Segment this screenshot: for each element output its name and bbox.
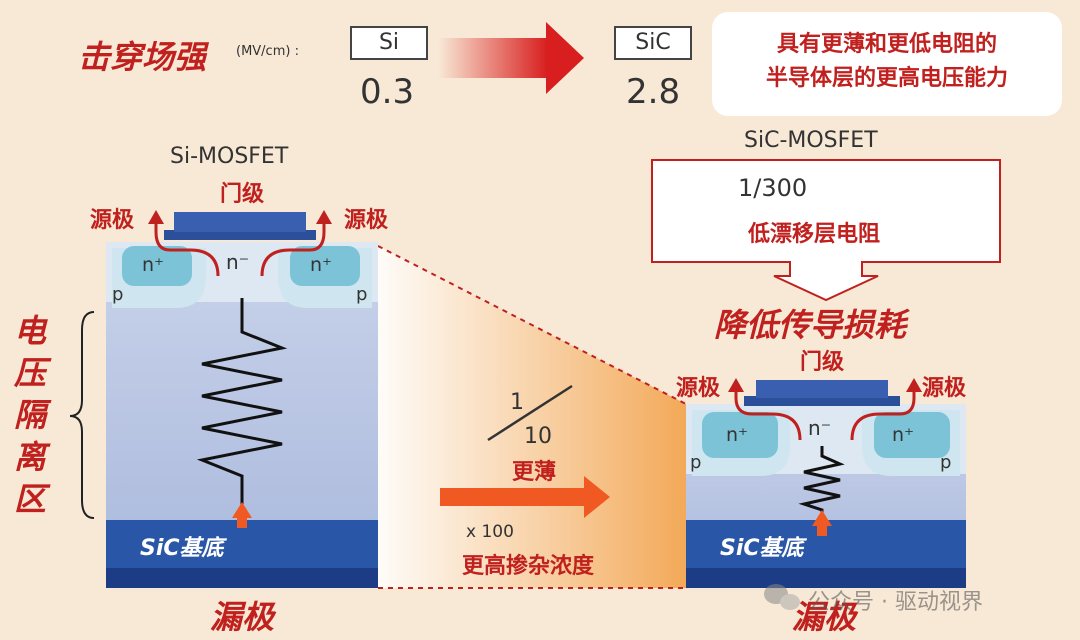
advantage-note: 具有更薄和更低电阻的 半导体层的更高电压能力 [712,12,1062,116]
sic-drain-label: 漏极 [792,598,857,636]
resistance-ratio: 1/300 [738,174,808,202]
sic-substrate-label: SiC基底 [720,536,804,561]
sic-p-left: p [690,452,702,473]
si-nplus-right: n⁺ [310,254,333,276]
zoom-cone [378,246,686,588]
sic-gate-label: 门级 [800,350,845,375]
sic-p-right: p [940,452,952,473]
si-gate-label: 门级 [220,182,265,207]
breakdown-field-title: 击穿场强 [78,38,207,76]
thinner-label: 更薄 [512,460,557,485]
note-line-2: 半导体层的更高电压能力 [765,66,1008,91]
unit-label: (MV/cm) : [236,44,299,59]
breakdown-arrow [438,22,584,94]
sic-source-left-label: 源极 [676,376,721,401]
si-nplus-left: n⁺ [142,254,165,276]
fraction-slash [487,384,573,442]
fraction-numerator: 1 [510,390,524,415]
si-mosfet-device [106,210,378,588]
sic-breakdown-value: 2.8 [626,72,681,112]
voltage-brace [69,311,95,519]
drift-resistance-label: 低漂移层电阻 [748,222,881,247]
si-source-left-label: 源极 [90,208,135,233]
si-nminus: n⁻ [226,250,250,274]
fraction-denominator: 10 [524,424,552,449]
sic-material-label: SiC [614,26,692,60]
si-drain-label: 漏极 [210,598,275,636]
si-p-right: p [356,284,368,305]
si-p-left: p [112,284,124,305]
sic-mosfet-device [686,378,966,588]
sic-nminus: n⁻ [808,416,832,440]
sic-nplus-left: n⁺ [726,424,749,446]
drift-callout [651,159,1001,302]
si-mosfet-title: Si-MOSFET [170,144,289,169]
conduction-loss-label: 降低传导损耗 [714,306,907,344]
doping-multiplier: x 100 [466,522,514,542]
sic-nplus-right: n⁺ [892,424,915,446]
si-substrate-label: SiC基底 [140,536,224,561]
si-source-right-label: 源极 [344,208,389,233]
si-material-label: Si [350,26,428,60]
si-breakdown-value: 0.3 [360,72,415,112]
wechat-icon [764,584,800,610]
doping-label: 更高掺杂浓度 [462,554,595,579]
thinner-arrow [440,476,610,518]
note-line-1: 具有更薄和更低电阻的 [776,32,997,57]
watermark-text: 公众号 · 驱动视界 [808,590,983,615]
sic-source-right-label: 源极 [922,376,967,401]
sic-mosfet-title: SiC-MOSFET [744,128,878,153]
voltage-isolation-label: 电压隔离区 [14,312,47,518]
